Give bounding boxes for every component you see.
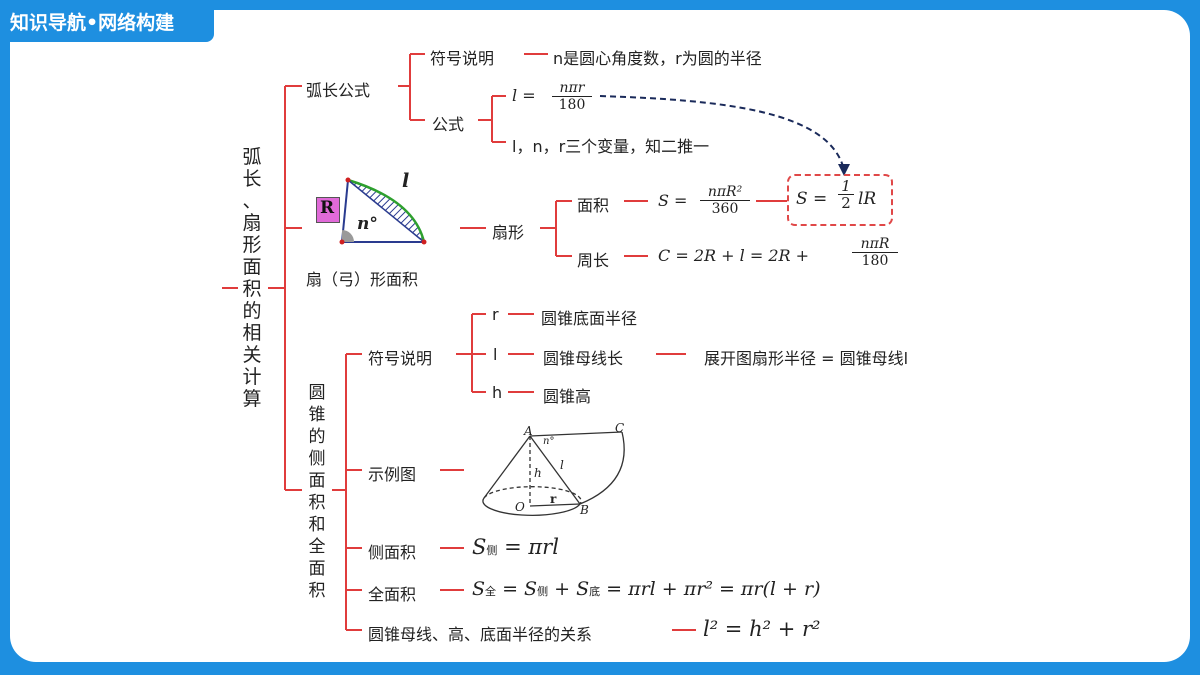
root-char: 形 <box>242 234 262 256</box>
cone-char: 锥 <box>308 405 326 425</box>
cone-l-sym: l <box>493 345 498 364</box>
sector-area-alt-den: 2 <box>841 194 851 212</box>
cone-char: 侧 <box>308 449 326 469</box>
arc-symbol-text: n是圆心角度数，r为圆的半径 <box>553 49 762 68</box>
sector-area-num: nπR² <box>700 184 750 201</box>
cone-total-formula: S全 = S侧 + S底 = πrl + πr² = πr(l + r) <box>472 578 820 600</box>
sector-area-alt-box <box>787 174 893 226</box>
arc-formula-fraction: nπr 180 <box>552 80 592 113</box>
sector-fig-n: n° <box>357 214 378 234</box>
cone-lateral-sub: 侧 <box>486 544 498 557</box>
root-char: 计 <box>242 366 262 388</box>
header-tag: 知识导航•网络构建 <box>0 0 214 42</box>
cone-lateral-label: 侧面积 <box>368 543 417 562</box>
cone-example-label: 示例图 <box>368 465 417 484</box>
cone-l-note: 展开图扇形半径 = 圆锥母线l <box>704 349 909 368</box>
cone-char: 全 <box>308 537 326 557</box>
cone-relation-label: 圆锥母线、高、底面半径的关系 <box>368 625 593 644</box>
cone-label: 圆锥的侧面积和全面积 <box>306 382 328 602</box>
cone-h-text: 圆锥高 <box>543 387 592 406</box>
arc-formula-lhs: l = <box>512 86 536 105</box>
sector-area-alt-fraction: 1 2 <box>838 178 854 211</box>
cone-total-mid2: + S <box>554 578 590 600</box>
arc-formula-num: nπr <box>552 80 592 97</box>
sector-area-den: 360 <box>711 201 739 217</box>
sector-perim-num: nπR <box>852 236 898 253</box>
sector-perim-formula: C = 2R + l = 2R + <box>658 246 810 265</box>
cone-total-sub3: 底 <box>589 585 601 598</box>
header-title: 知识导航•网络构建 <box>10 12 175 34</box>
cone-total-rhs: = πrl + πr² = πr(l + r) <box>606 578 821 600</box>
cone-char: 面 <box>308 471 326 491</box>
cone-h-sym: h <box>492 383 503 402</box>
sector-fig-l: l <box>402 170 410 192</box>
cone-char: 的 <box>308 427 326 447</box>
cone-total-label: 全面积 <box>368 585 417 604</box>
root-char: 的 <box>242 300 262 322</box>
cone-total-S: S <box>472 578 486 600</box>
cone-fig-h: h <box>534 466 542 480</box>
arc-formula-note: l，n，r三个变量，知二推一 <box>512 137 710 156</box>
cone-fig-B: B <box>580 503 589 517</box>
cone-fig-l: l <box>560 458 564 472</box>
content-card <box>10 10 1190 662</box>
root-char: 扇 <box>242 212 262 234</box>
cone-char: 和 <box>308 515 326 535</box>
sector-area-alt-rhs: lR <box>858 189 877 209</box>
sector-fig-R: R <box>320 198 335 218</box>
cone-fig-C: C <box>615 421 625 435</box>
cone-char: 积 <box>308 493 326 513</box>
root-char: 算 <box>242 388 262 410</box>
arc-formula-den: 180 <box>558 97 586 113</box>
cone-fig-O: O <box>515 500 525 514</box>
cone-total-mid1: = S <box>502 578 538 600</box>
cone-r-sym: r <box>492 305 499 324</box>
cone-l-text: 圆锥母线长 <box>543 349 624 368</box>
root-char: 面 <box>242 256 262 278</box>
cone-fig-n: n° <box>543 436 555 447</box>
cone-total-sub2: 侧 <box>537 585 549 598</box>
sector-area-alt-num: 1 <box>838 178 854 195</box>
cone-char: 面 <box>308 559 326 579</box>
sector-area-label: 面积 <box>577 196 610 215</box>
cone-char: 积 <box>308 581 326 601</box>
root-char: 相 <box>242 322 262 344</box>
cone-r-text: 圆锥底面半径 <box>541 309 638 328</box>
sector-label: 扇（弓）形面积 <box>306 270 419 289</box>
cone-char: 圆 <box>308 383 326 403</box>
sector-area-alt-lhs: S = <box>796 189 828 209</box>
cone-fig-r: r <box>550 492 557 506</box>
cone-relation-formula: l² = h² + r² <box>703 617 821 641</box>
cone-lateral-S: S <box>472 535 487 559</box>
root-char: 、 <box>242 190 262 212</box>
root-char: 长 <box>242 168 262 190</box>
cone-figure <box>482 431 625 516</box>
root-char: 关 <box>242 344 262 366</box>
cone-fig-A: A <box>524 424 533 438</box>
sector-area-fraction: nπR² 360 <box>700 184 750 217</box>
root-label: 弧长、扇形面积的相关计算 <box>240 146 264 410</box>
sector-perim-fraction: nπR 180 <box>852 236 898 269</box>
cone-symbol-label: 符号说明 <box>368 349 433 368</box>
sector-R-box <box>316 197 340 223</box>
sector-shape-label: 扇形 <box>492 223 525 242</box>
sector-perim-label: 周长 <box>577 251 610 270</box>
root-char: 弧 <box>242 146 262 168</box>
sector-perim-den: 180 <box>861 253 889 269</box>
sector-figure <box>339 177 427 245</box>
cone-lateral-formula: S侧 = πrl <box>472 535 559 559</box>
arc-formula-label: 公式 <box>432 115 465 134</box>
cone-total-sub: 全 <box>485 585 497 598</box>
cone-lateral-rhs: = πrl <box>504 535 559 559</box>
root-char: 积 <box>242 278 262 300</box>
arc-label: 弧长公式 <box>306 81 371 100</box>
sector-area-lhs: S = <box>658 191 688 210</box>
arc-symbol-label: 符号说明 <box>430 49 495 68</box>
